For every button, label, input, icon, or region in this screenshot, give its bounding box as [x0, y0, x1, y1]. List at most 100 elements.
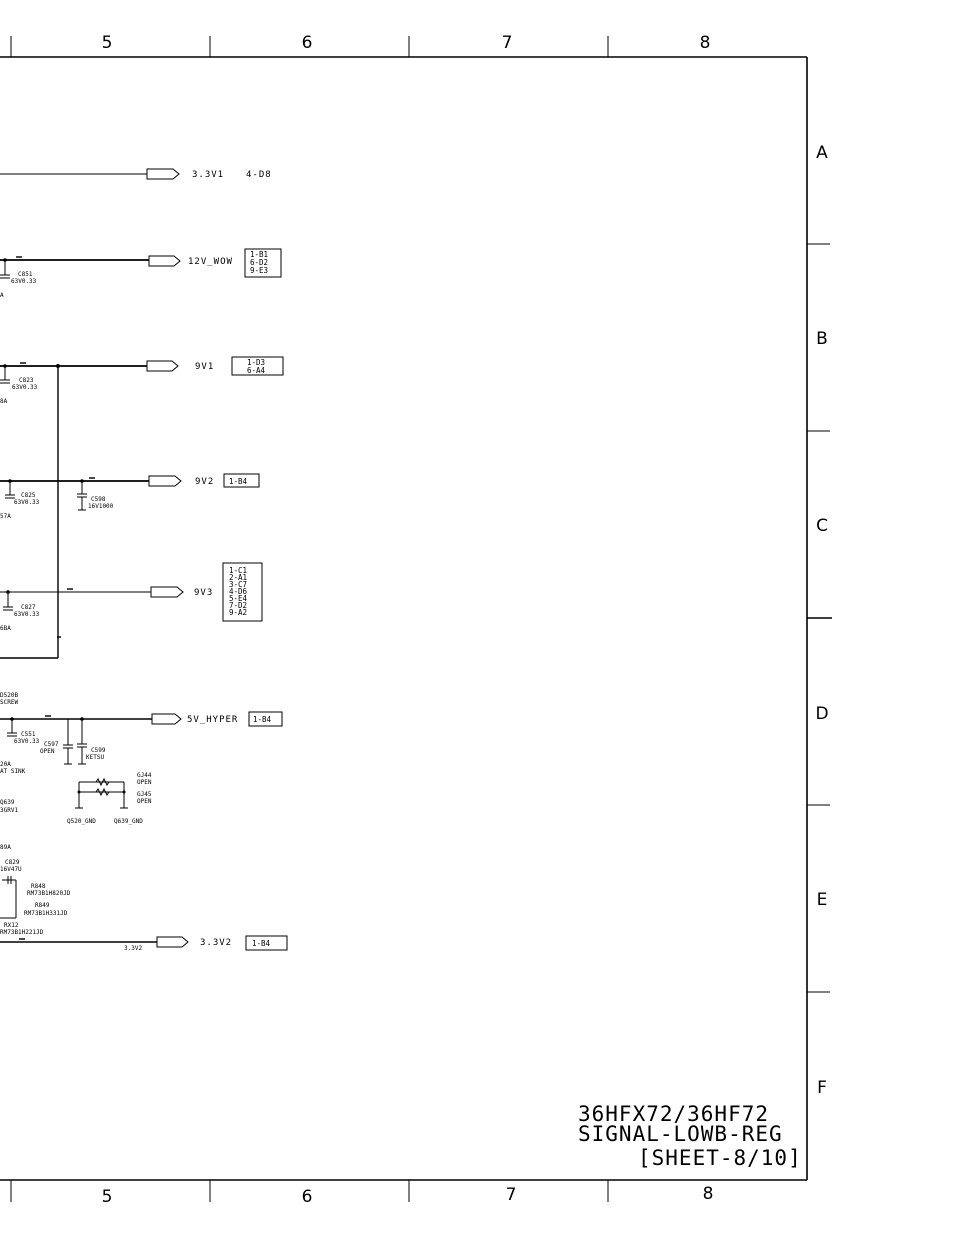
c823-frag: 8A	[0, 398, 8, 405]
component-labels: C851 63V0.33 A C823 63V0.33 8A C825 63V0…	[0, 271, 152, 952]
title-block: 36HFX72/36HF72 SIGNAL-LOWB-REG [SHEET-8/…	[578, 1102, 802, 1170]
title-model: 36HFX72/36HF72	[578, 1102, 769, 1126]
c825-frag: 57A	[0, 513, 11, 520]
row-label-a: A	[816, 143, 828, 163]
heat-note: AT SINK	[0, 768, 26, 775]
row-label-d: D	[815, 704, 828, 724]
frag-89a: 89A	[0, 844, 11, 851]
c597-symbol	[63, 744, 73, 765]
row-label-b: B	[816, 329, 828, 349]
ref-9v3-1: 1-C1	[229, 566, 247, 575]
c598-value: 16V1000	[88, 503, 114, 510]
q639-value: 3GRV1	[0, 807, 18, 814]
ref-12v-wow-1: 1-B1	[250, 250, 268, 259]
col-label-6-top: 6	[302, 33, 313, 53]
offpage-connectors	[146, 168, 189, 948]
col-label-5-top: 5	[102, 33, 113, 53]
c851-value: 63V0.33	[11, 278, 37, 285]
title-section: SIGNAL-LOWB-REG	[578, 1122, 783, 1146]
net-label-9v2: 9V2	[195, 477, 214, 487]
c825-value: 63V0.33	[14, 499, 40, 506]
title-sheet: [SHEET-8/10]	[638, 1146, 802, 1170]
gj45-value: OPEN	[137, 798, 152, 805]
ref-box-12v-wow	[244, 248, 282, 278]
ref-9v3-2: 2-A1	[229, 573, 247, 582]
c599-symbol	[77, 743, 87, 765]
ref-9v3-3: 3-C7	[229, 580, 247, 589]
connector-9v3	[150, 586, 184, 598]
net-label-12v-wow: 12V_WOW	[188, 257, 233, 267]
c827-frag: 6BA	[0, 625, 11, 632]
net-ref-3v3v1: 4-D8	[246, 170, 272, 180]
r849-value: RM73B1H331JD	[24, 910, 68, 917]
col-label-6-bottom: 6	[302, 1187, 313, 1207]
junction-dots	[3, 258, 126, 794]
ref-9v3-5: 5-E4	[229, 594, 248, 603]
c551-symbol	[7, 732, 17, 737]
ref-9v1-1: 1-D3	[247, 358, 265, 367]
net-label-9v3: 9V3	[194, 588, 213, 598]
col-label-8-bottom: 8	[703, 1184, 714, 1204]
net-label-9v1: 9V1	[195, 362, 214, 372]
gj44-resistor	[95, 777, 110, 787]
d520-name: D520B	[0, 692, 18, 699]
c827-symbol	[3, 606, 13, 611]
c598-symbol	[77, 493, 87, 511]
c823-name: C823	[19, 377, 34, 384]
ref-9v2-1: 1-B4	[229, 477, 248, 486]
col-label-5-bottom: 5	[102, 1187, 113, 1207]
wires	[0, 173, 157, 943]
c598-name: C598	[91, 496, 106, 503]
ref-3v3v2-1: 1-B4	[252, 939, 271, 948]
ref-9v3-7: 9-A2	[229, 608, 247, 617]
c829-symbol	[7, 876, 12, 884]
net-label-5v-hyper: 5V_HYPER	[187, 715, 238, 725]
connector-5v-hyper	[151, 713, 182, 725]
gnd2-name: Q639_GND	[114, 818, 143, 825]
c597-name: C597	[44, 741, 59, 748]
ref-9v3-4: 4-D6	[229, 587, 248, 596]
connector-3v3v2	[156, 936, 189, 948]
net-332-small: 3.3V2	[124, 945, 142, 952]
rx12-name: RX12	[4, 922, 19, 929]
sheet-frame	[0, 36, 832, 1202]
gj44-name: GJ44	[137, 772, 152, 779]
c825-name: C825	[21, 492, 36, 499]
ref-12v-wow-2: 6-D2	[250, 258, 268, 267]
connector-3v3v1	[146, 168, 180, 180]
ref-12v-wow-3: 9-E3	[250, 266, 268, 275]
row-label-e: E	[817, 890, 828, 910]
row-label-c: C	[816, 516, 828, 536]
c829-value: 16V47U	[0, 866, 22, 873]
c829-name: C829	[5, 859, 20, 866]
gnd1-name: Q520_GND	[67, 818, 96, 825]
connector-9v2	[148, 475, 182, 487]
c827-name: C827	[21, 604, 36, 611]
capacitor-symbols	[0, 256, 128, 940]
c851-frag: A	[0, 292, 4, 299]
ref-9v3-6: 7-D2	[229, 601, 247, 610]
ref-box-5v-hyper	[248, 711, 283, 727]
heat-name: 20A	[0, 761, 11, 768]
c825-symbol	[5, 494, 15, 499]
c597-value: OPEN	[40, 748, 55, 755]
grid-labels: 5 6 7 8 5 6 7 8 A B C D E F	[102, 33, 829, 1207]
q639-name: Q639	[0, 799, 15, 806]
ref-box-9v1	[231, 356, 284, 376]
row-label-f: F	[817, 1078, 827, 1098]
reference-boxes: 1-B1 6-D2 9-E3 1-D3 6-A4 1-B4 1-C1 2-A1 …	[222, 248, 288, 951]
gj44-value: OPEN	[137, 779, 152, 786]
c551-value: 63V0.33	[14, 738, 40, 745]
connector-9v1	[146, 360, 179, 372]
c823-value: 63V0.33	[12, 384, 38, 391]
r849-name: R849	[35, 902, 50, 909]
col-label-8-top: 8	[700, 33, 711, 53]
d520-note: SCREW	[0, 699, 18, 706]
c823-symbol	[0, 379, 10, 384]
c827-value: 63V0.33	[14, 611, 40, 618]
ref-box-3v3v2	[245, 935, 288, 951]
net-labels: 3.3V1 4-D8 12V_WOW 9V1 9V2 9V3 5V_HYPER …	[187, 170, 272, 948]
c851-symbol	[0, 274, 10, 279]
